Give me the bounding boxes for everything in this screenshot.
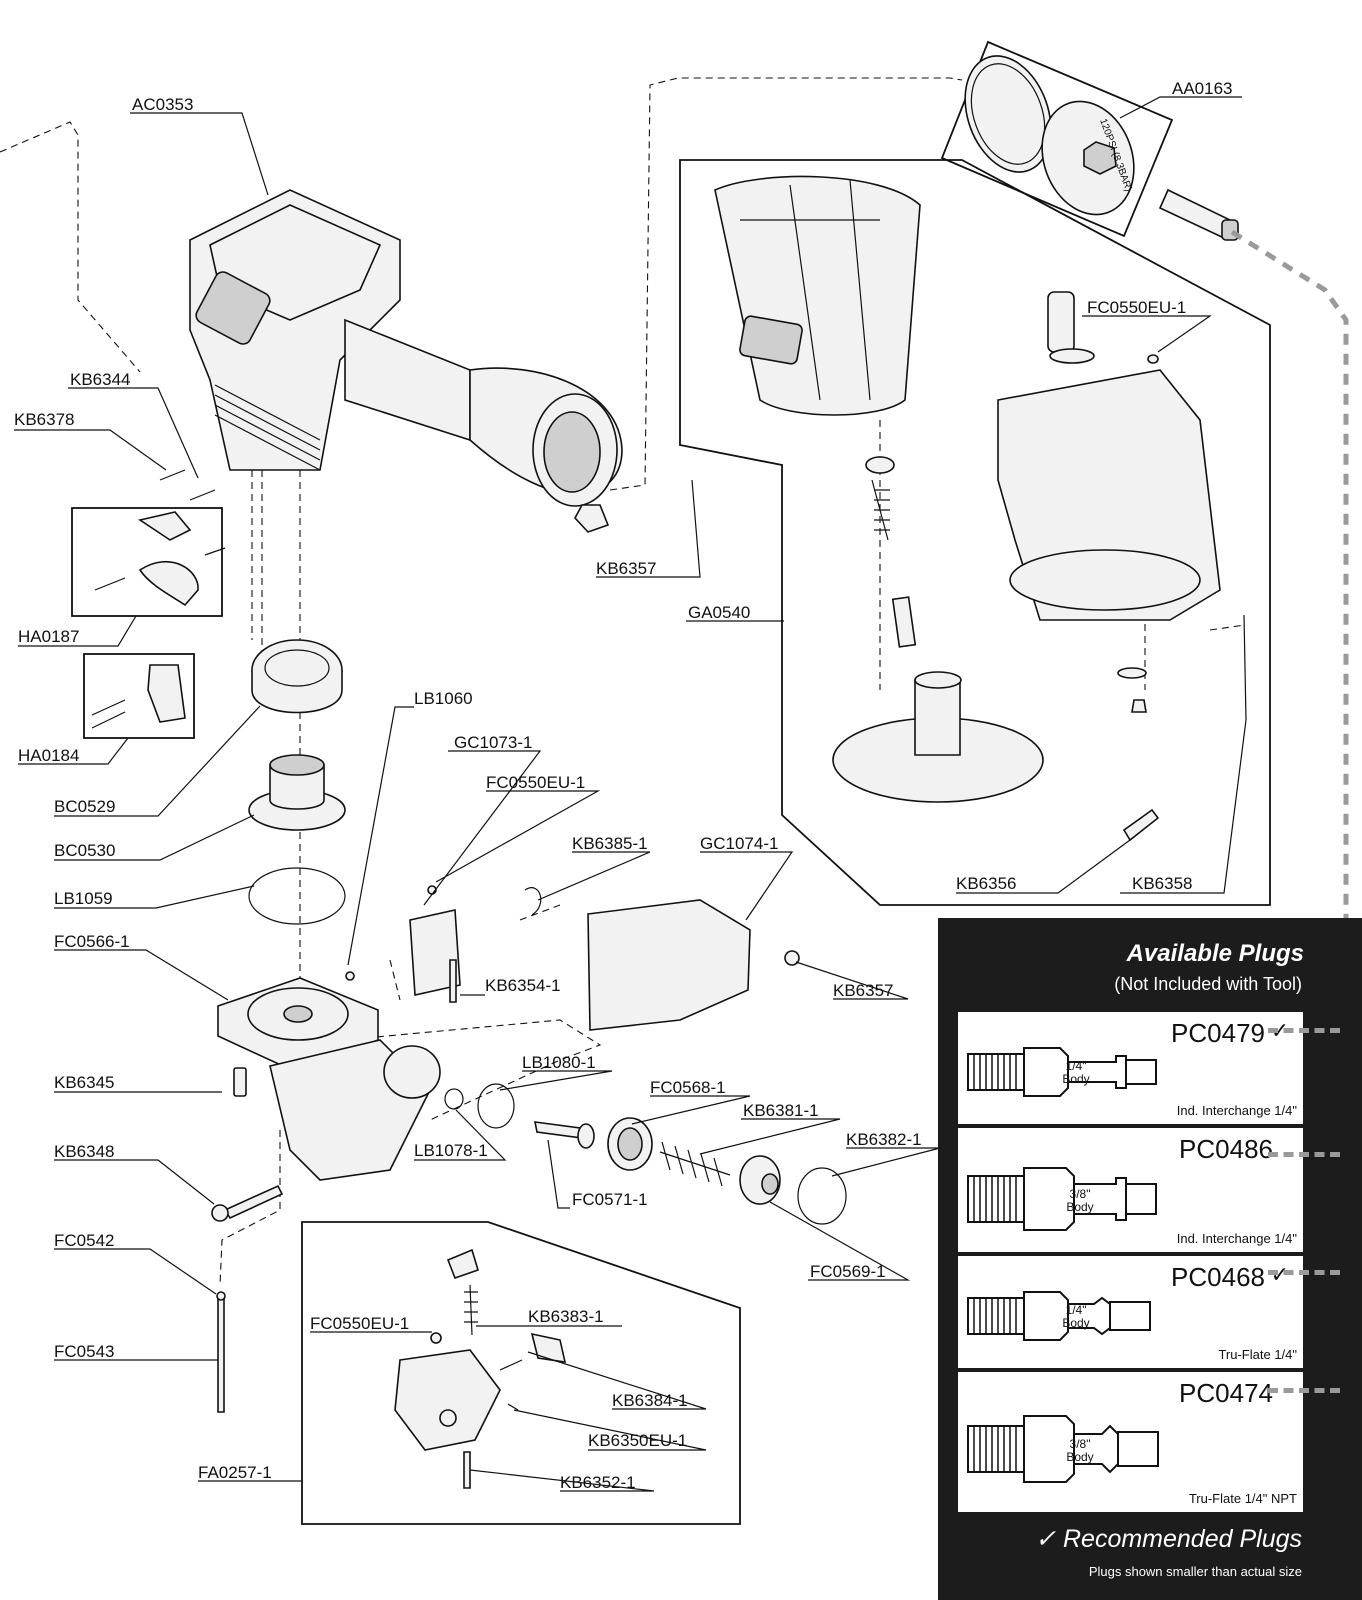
plug-connector-dash — [1268, 1028, 1340, 1033]
ga0540-magazine-parts — [714, 175, 1247, 842]
label-kb6356: KB6356 — [956, 874, 1017, 893]
aa0163-regulator: 120PSI (8.3BAR) — [964, 55, 1239, 241]
trigger-parts — [345, 885, 800, 1031]
plug-connector-dash — [1268, 1270, 1340, 1275]
label-kb6345: KB6345 — [54, 1073, 115, 1092]
ha0187-group-outline — [71, 507, 223, 617]
label-ac0353: AC0353 — [132, 95, 193, 114]
plug-code: PC0474 — [1179, 1378, 1273, 1408]
assembly-path-vertical-left — [251, 470, 301, 1000]
label-lb1080: LB1080-1 — [522, 1053, 596, 1072]
label-kb6350eu: KB6350EU-1 — [588, 1431, 687, 1450]
plug-illustration — [967, 1167, 1157, 1231]
label-fc0569: FC0569-1 — [810, 1262, 886, 1281]
plug-body-size: 3/8" Body — [1066, 1187, 1094, 1214]
label-kb6357-mid: KB6357 — [833, 981, 894, 1000]
assembly-path-handle — [0, 121, 141, 373]
fa0257-group-outline — [301, 1221, 741, 1525]
label-fc0568: FC0568-1 — [650, 1078, 726, 1097]
label-kb6344: KB6344 — [70, 370, 131, 389]
plug-card: PC0468 ✓ 1/4" Body Tru-Flate 1/4" — [956, 1254, 1305, 1370]
label-fc0566: FC0566-1 — [54, 932, 130, 951]
label-kb6381: KB6381-1 — [743, 1101, 819, 1120]
label-fc0571: FC0571-1 — [572, 1190, 648, 1209]
assembly-path-air — [389, 904, 561, 1001]
plug-card: PC0474 3/8" Body Tru-Flate 1/4" NPT — [956, 1370, 1305, 1514]
piston-stack — [248, 639, 346, 925]
assembly-path-fc0542 — [219, 1130, 281, 1286]
aa0163-group-outline — [940, 40, 1174, 238]
plug-description: Ind. Interchange 1/4" — [1176, 1103, 1297, 1118]
plug-connector-dash — [1268, 1388, 1340, 1393]
assembly-path-valve — [364, 1019, 602, 1121]
fc0566-valve-body — [211, 977, 441, 1413]
label-lb1078: LB1078-1 — [414, 1141, 488, 1160]
plug-connector-dash — [1268, 1152, 1340, 1157]
plug-card: PC0479 ✓ 1/4" Body Ind. Interchange 1/4" — [956, 1010, 1305, 1126]
label-kb6378: KB6378 — [14, 410, 75, 429]
label-ha0187: HA0187 — [18, 627, 79, 646]
recommended-plugs-label: Recommended Plugs — [1062, 1525, 1302, 1553]
label-fc0550eu-bot: FC0550EU-1 — [310, 1314, 409, 1333]
ha0184-group-outline — [83, 653, 195, 739]
label-ga0540: GA0540 — [688, 603, 750, 622]
plug-description: Tru-Flate 1/4" NPT — [1188, 1491, 1297, 1506]
available-plugs-panel: Available Plugs (Not Included with Tool)… — [938, 918, 1362, 1600]
left-pins-and-latches — [91, 469, 226, 729]
plug-body-size: 1/4" Body — [1062, 1059, 1090, 1086]
plug-body-size: 3/8" Body — [1066, 1437, 1094, 1464]
plug-illustration — [967, 1415, 1159, 1483]
part-labels: AC0353 AA0163 FC0550EU-1 KB6344 KB6378 K… — [14, 79, 1233, 1492]
air-line-connector — [1230, 229, 1349, 1410]
label-fc0542: FC0542 — [54, 1231, 114, 1250]
fa0257-trigger-assembly-parts — [394, 1248, 567, 1489]
assembly-path-top — [609, 77, 963, 491]
plug-code: PC0486 — [1179, 1134, 1273, 1164]
label-kb6382: KB6382-1 — [846, 1130, 922, 1149]
label-lb1060: LB1060 — [414, 689, 473, 708]
label-gc1074: GC1074-1 — [700, 834, 778, 853]
label-gc1073: GC1073-1 — [454, 733, 532, 752]
label-lb1059: LB1059 — [54, 889, 113, 908]
label-kb6357-top: KB6357 — [596, 559, 657, 578]
plug-body-size: 1/4" Body — [1062, 1303, 1090, 1330]
plug-illustration — [967, 1047, 1157, 1097]
plug-code: PC0479 — [1171, 1018, 1265, 1048]
label-ha0184: HA0184 — [18, 746, 79, 765]
label-fa0257: FA0257-1 — [198, 1463, 272, 1482]
plug-description: Tru-Flate 1/4" — [1218, 1347, 1297, 1362]
label-kb6348: KB6348 — [54, 1142, 115, 1161]
plug-card: PC0486 3/8" Body Ind. Interchange 1/4" — [956, 1126, 1305, 1254]
label-kb6354: KB6354-1 — [485, 976, 561, 995]
plug-description: Ind. Interchange 1/4" — [1176, 1231, 1297, 1246]
label-fc0543: FC0543 — [54, 1342, 114, 1361]
label-fc0550eu-top: FC0550EU-1 — [1087, 298, 1186, 317]
label-fc0550eu-mid: FC0550EU-1 — [486, 773, 585, 792]
label-bc0530: BC0530 — [54, 841, 115, 860]
plug-code: PC0468 — [1171, 1262, 1265, 1292]
check-icon: ✓ — [1270, 1262, 1289, 1287]
label-kb6385: KB6385-1 — [572, 834, 648, 853]
valve-row-parts — [444, 1083, 847, 1225]
label-aa0163: AA0163 — [1172, 79, 1233, 98]
label-kb6384: KB6384-1 — [612, 1391, 688, 1410]
label-kb6383: KB6383-1 — [528, 1307, 604, 1326]
plugs-title: Available Plugs — [1126, 940, 1304, 967]
label-kb6352: KB6352-1 — [560, 1473, 636, 1492]
check-icon: ✓ — [1035, 1525, 1057, 1553]
recommended-plugs-note: ✓ Recommended Plugs — [938, 1524, 1302, 1554]
ga0540-group-outline — [679, 159, 1271, 906]
leader-lines — [14, 96, 1247, 1492]
ac0353-housing — [189, 189, 623, 533]
label-bc0529: BC0529 — [54, 797, 115, 816]
label-kb6358: KB6358 — [1132, 874, 1193, 893]
plugs-subtitle: (Not Included with Tool) — [1114, 974, 1302, 994]
plugs-size-note: Plugs shown smaller than actual size — [1088, 1564, 1302, 1579]
plug-illustration — [967, 1291, 1151, 1341]
